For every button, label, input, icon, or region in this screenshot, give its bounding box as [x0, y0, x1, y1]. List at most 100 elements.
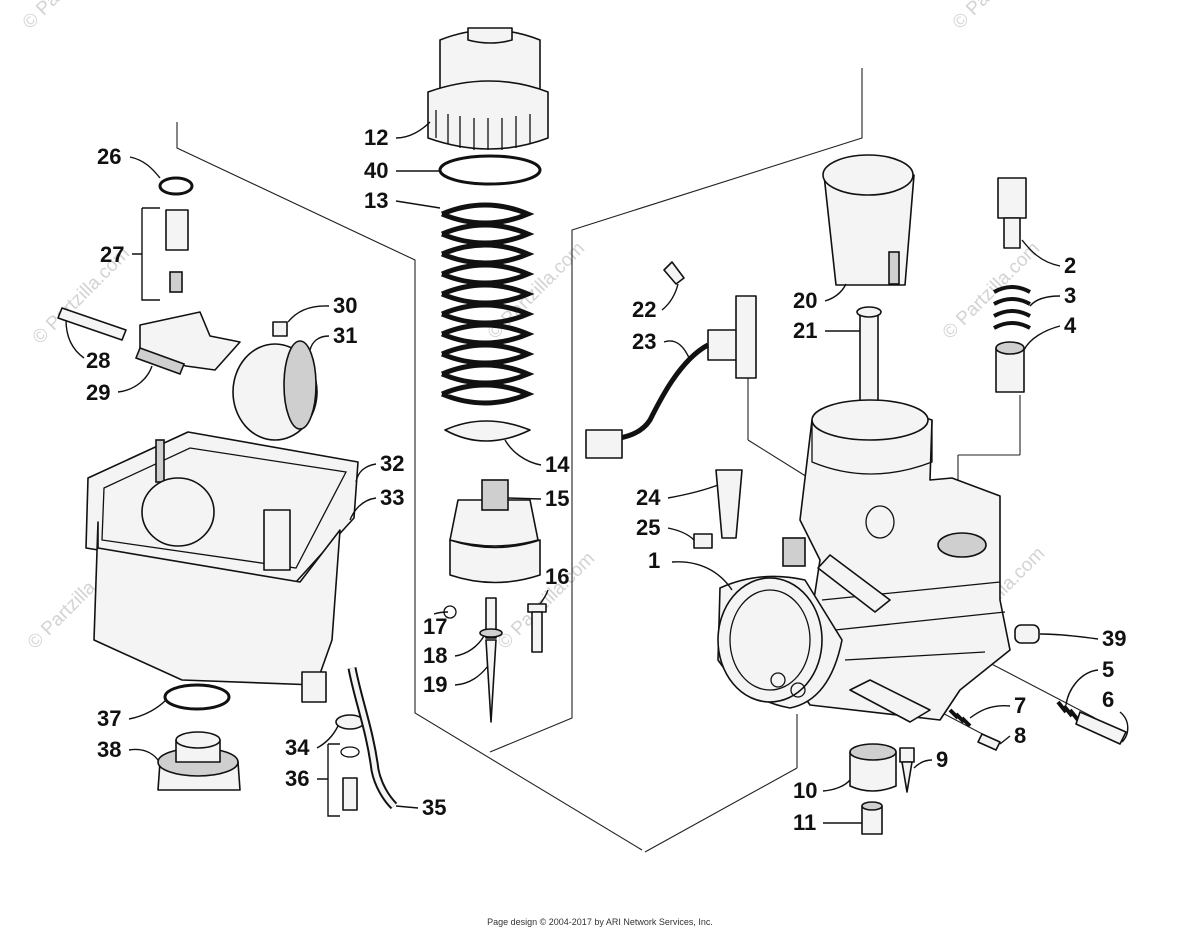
callout-22[interactable]: 22	[632, 297, 656, 322]
leader-5	[1065, 669, 1099, 706]
leader-18	[454, 635, 485, 657]
float-guide	[272, 321, 288, 337]
callout-21[interactable]: 21	[793, 318, 817, 343]
callout-34[interactable]: 34	[285, 735, 310, 760]
callout-19[interactable]: 19	[423, 672, 447, 697]
hose-bracket-and-screw	[335, 714, 365, 811]
callout-11[interactable]: 11	[793, 810, 816, 835]
main-jet	[861, 801, 883, 835]
leader-37	[128, 699, 167, 720]
callout-15[interactable]: 15	[545, 486, 569, 511]
callout-9[interactable]: 9	[936, 747, 948, 772]
callout-26[interactable]: 26	[97, 144, 121, 169]
leader-20	[824, 283, 847, 302]
jet-needle	[479, 597, 503, 723]
leader-35	[395, 805, 419, 809]
drain-plug	[157, 731, 241, 791]
leader-10	[822, 779, 851, 792]
slide-stack-frame	[489, 68, 863, 753]
leader-29	[117, 365, 153, 393]
cable-clamp	[715, 469, 743, 539]
callout-23[interactable]: 23	[632, 329, 656, 354]
callout-6[interactable]: 6	[1102, 687, 1114, 712]
callout-12[interactable]: 12	[364, 125, 388, 150]
leader-19	[454, 665, 489, 686]
leader-39	[1039, 633, 1099, 640]
float	[232, 340, 318, 441]
drain-oring	[163, 683, 231, 711]
leader-17	[433, 611, 449, 615]
callout-25[interactable]: 25	[636, 515, 660, 540]
callout-38[interactable]: 38	[97, 737, 121, 762]
callout-13[interactable]: 13	[364, 188, 388, 213]
leader-15	[507, 497, 542, 500]
callout-2[interactable]: 2	[1064, 253, 1076, 278]
bowl-to-carb-frame	[644, 767, 798, 853]
watermark-top-right: © Partzilla.com	[949, 0, 1054, 34]
callout-8[interactable]: 8	[1014, 723, 1026, 748]
callout-24[interactable]: 24	[636, 485, 661, 510]
callout-39[interactable]: 39	[1102, 626, 1126, 651]
pilot-jet	[899, 747, 915, 793]
vent-hose-inner	[349, 667, 396, 808]
leader-33	[349, 497, 377, 521]
callout-28[interactable]: 28	[86, 348, 110, 373]
air-screw	[1056, 700, 1127, 745]
leader-12	[395, 121, 431, 139]
leader-22	[661, 283, 679, 311]
leader-16	[539, 589, 549, 605]
holder-screw	[527, 603, 547, 653]
sensor-screw	[663, 261, 685, 285]
footer-credit: Page design © 2004-2017 by ARI Network S…	[487, 917, 713, 927]
callout-40[interactable]: 40	[364, 158, 388, 183]
callout-10[interactable]: 10	[793, 778, 817, 803]
main-jet-holder	[849, 743, 897, 792]
callout-14[interactable]: 14	[545, 452, 570, 477]
watermark-top-left: © Partzilla.com	[19, 0, 124, 34]
callout-3[interactable]: 3	[1064, 283, 1076, 308]
callout-37[interactable]: 37	[97, 706, 121, 731]
pilot-screw	[948, 708, 1001, 751]
callout-20[interactable]: 20	[793, 288, 817, 313]
body-plug	[1014, 624, 1040, 644]
leader-2	[1021, 239, 1061, 267]
spring-seat-plate	[444, 420, 531, 442]
leader-25	[667, 527, 695, 541]
throttle-sensor	[585, 295, 757, 459]
callout-1[interactable]: 1	[648, 548, 660, 573]
leader-36	[317, 743, 340, 817]
callout-16[interactable]: 16	[545, 564, 569, 589]
callouts: 1 2 3 4 5 6 7 8 9 10 11 12 13	[65, 121, 1129, 835]
callout-30[interactable]: 30	[333, 293, 357, 318]
callout-29[interactable]: 29	[86, 380, 110, 405]
leader-4	[1023, 325, 1061, 351]
leader-26	[129, 156, 161, 179]
leader-6	[1119, 711, 1129, 743]
leader-32	[355, 463, 377, 483]
leader-31	[309, 335, 330, 351]
callout-5[interactable]: 5	[1102, 657, 1114, 682]
callout-36[interactable]: 36	[285, 766, 309, 791]
cap-oring	[438, 154, 542, 186]
leader-13	[395, 200, 441, 209]
sensor-axis-2	[747, 439, 813, 481]
air-jet-assembly	[993, 177, 1031, 393]
float-bowl	[85, 431, 359, 703]
callout-4[interactable]: 4	[1064, 313, 1077, 338]
callout-35[interactable]: 35	[422, 795, 446, 820]
part-illustrations	[57, 27, 1127, 835]
callout-17[interactable]: 17	[423, 614, 447, 639]
callout-33[interactable]: 33	[380, 485, 404, 510]
float-pin-and-arm	[57, 307, 241, 376]
needle-valve-washer	[158, 176, 194, 196]
leader-3	[1029, 295, 1061, 307]
leader-34	[316, 725, 339, 749]
carburetor-body	[717, 399, 1011, 723]
clamp-screw	[693, 533, 713, 549]
callout-7[interactable]: 7	[1014, 693, 1026, 718]
callout-18[interactable]: 18	[423, 643, 447, 668]
callout-31[interactable]: 31	[333, 323, 357, 348]
callout-32[interactable]: 32	[380, 451, 404, 476]
callout-27[interactable]: 27	[100, 242, 124, 267]
